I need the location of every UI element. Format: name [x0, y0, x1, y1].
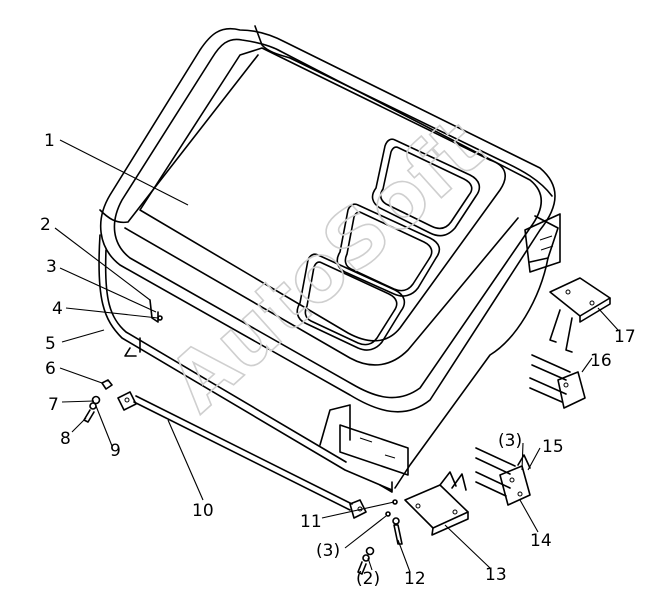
callout-11: 11: [300, 512, 322, 532]
callout-2-paren: (2): [356, 569, 380, 589]
callout-6: 6: [45, 359, 56, 379]
callout-5: 5: [45, 334, 56, 354]
callout-7: 7: [48, 395, 59, 415]
callout-3-paren-b: (3): [498, 431, 522, 451]
callout-9: 9: [110, 441, 121, 461]
leader-lines: [54, 139, 619, 573]
callout-15: 15: [542, 437, 564, 457]
left-bracket: [149, 299, 163, 323]
roof-hatches: [296, 138, 481, 351]
callout-2: 2: [40, 215, 51, 235]
watermark-text: AutoSoft: [152, 103, 500, 429]
callout-12: 12: [404, 569, 426, 589]
callout-17: 17: [614, 327, 636, 347]
mount-plate-17: [549, 277, 611, 353]
callout-4: 4: [52, 299, 63, 319]
callout-16: 16: [590, 351, 612, 371]
tie-rod: [117, 391, 367, 519]
callout-8: 8: [60, 429, 71, 449]
u-bolt-assembly-16: [529, 354, 586, 409]
callout-1: 1: [44, 131, 55, 151]
small-fasteners: [357, 499, 403, 575]
u-bolt-assembly-14: [475, 447, 531, 506]
callout-3: 3: [46, 257, 57, 277]
callout-10: 10: [192, 501, 214, 521]
callout-labels: 1 2 3 4 5 6 7 8 9 10 11 (3) (2) 12 13 14…: [40, 131, 636, 589]
callout-3-paren-a: (3): [316, 541, 340, 561]
roof-shell: [99, 25, 556, 413]
callout-13: 13: [485, 565, 507, 585]
callout-14: 14: [530, 531, 552, 551]
mount-plate-13: [404, 471, 469, 536]
